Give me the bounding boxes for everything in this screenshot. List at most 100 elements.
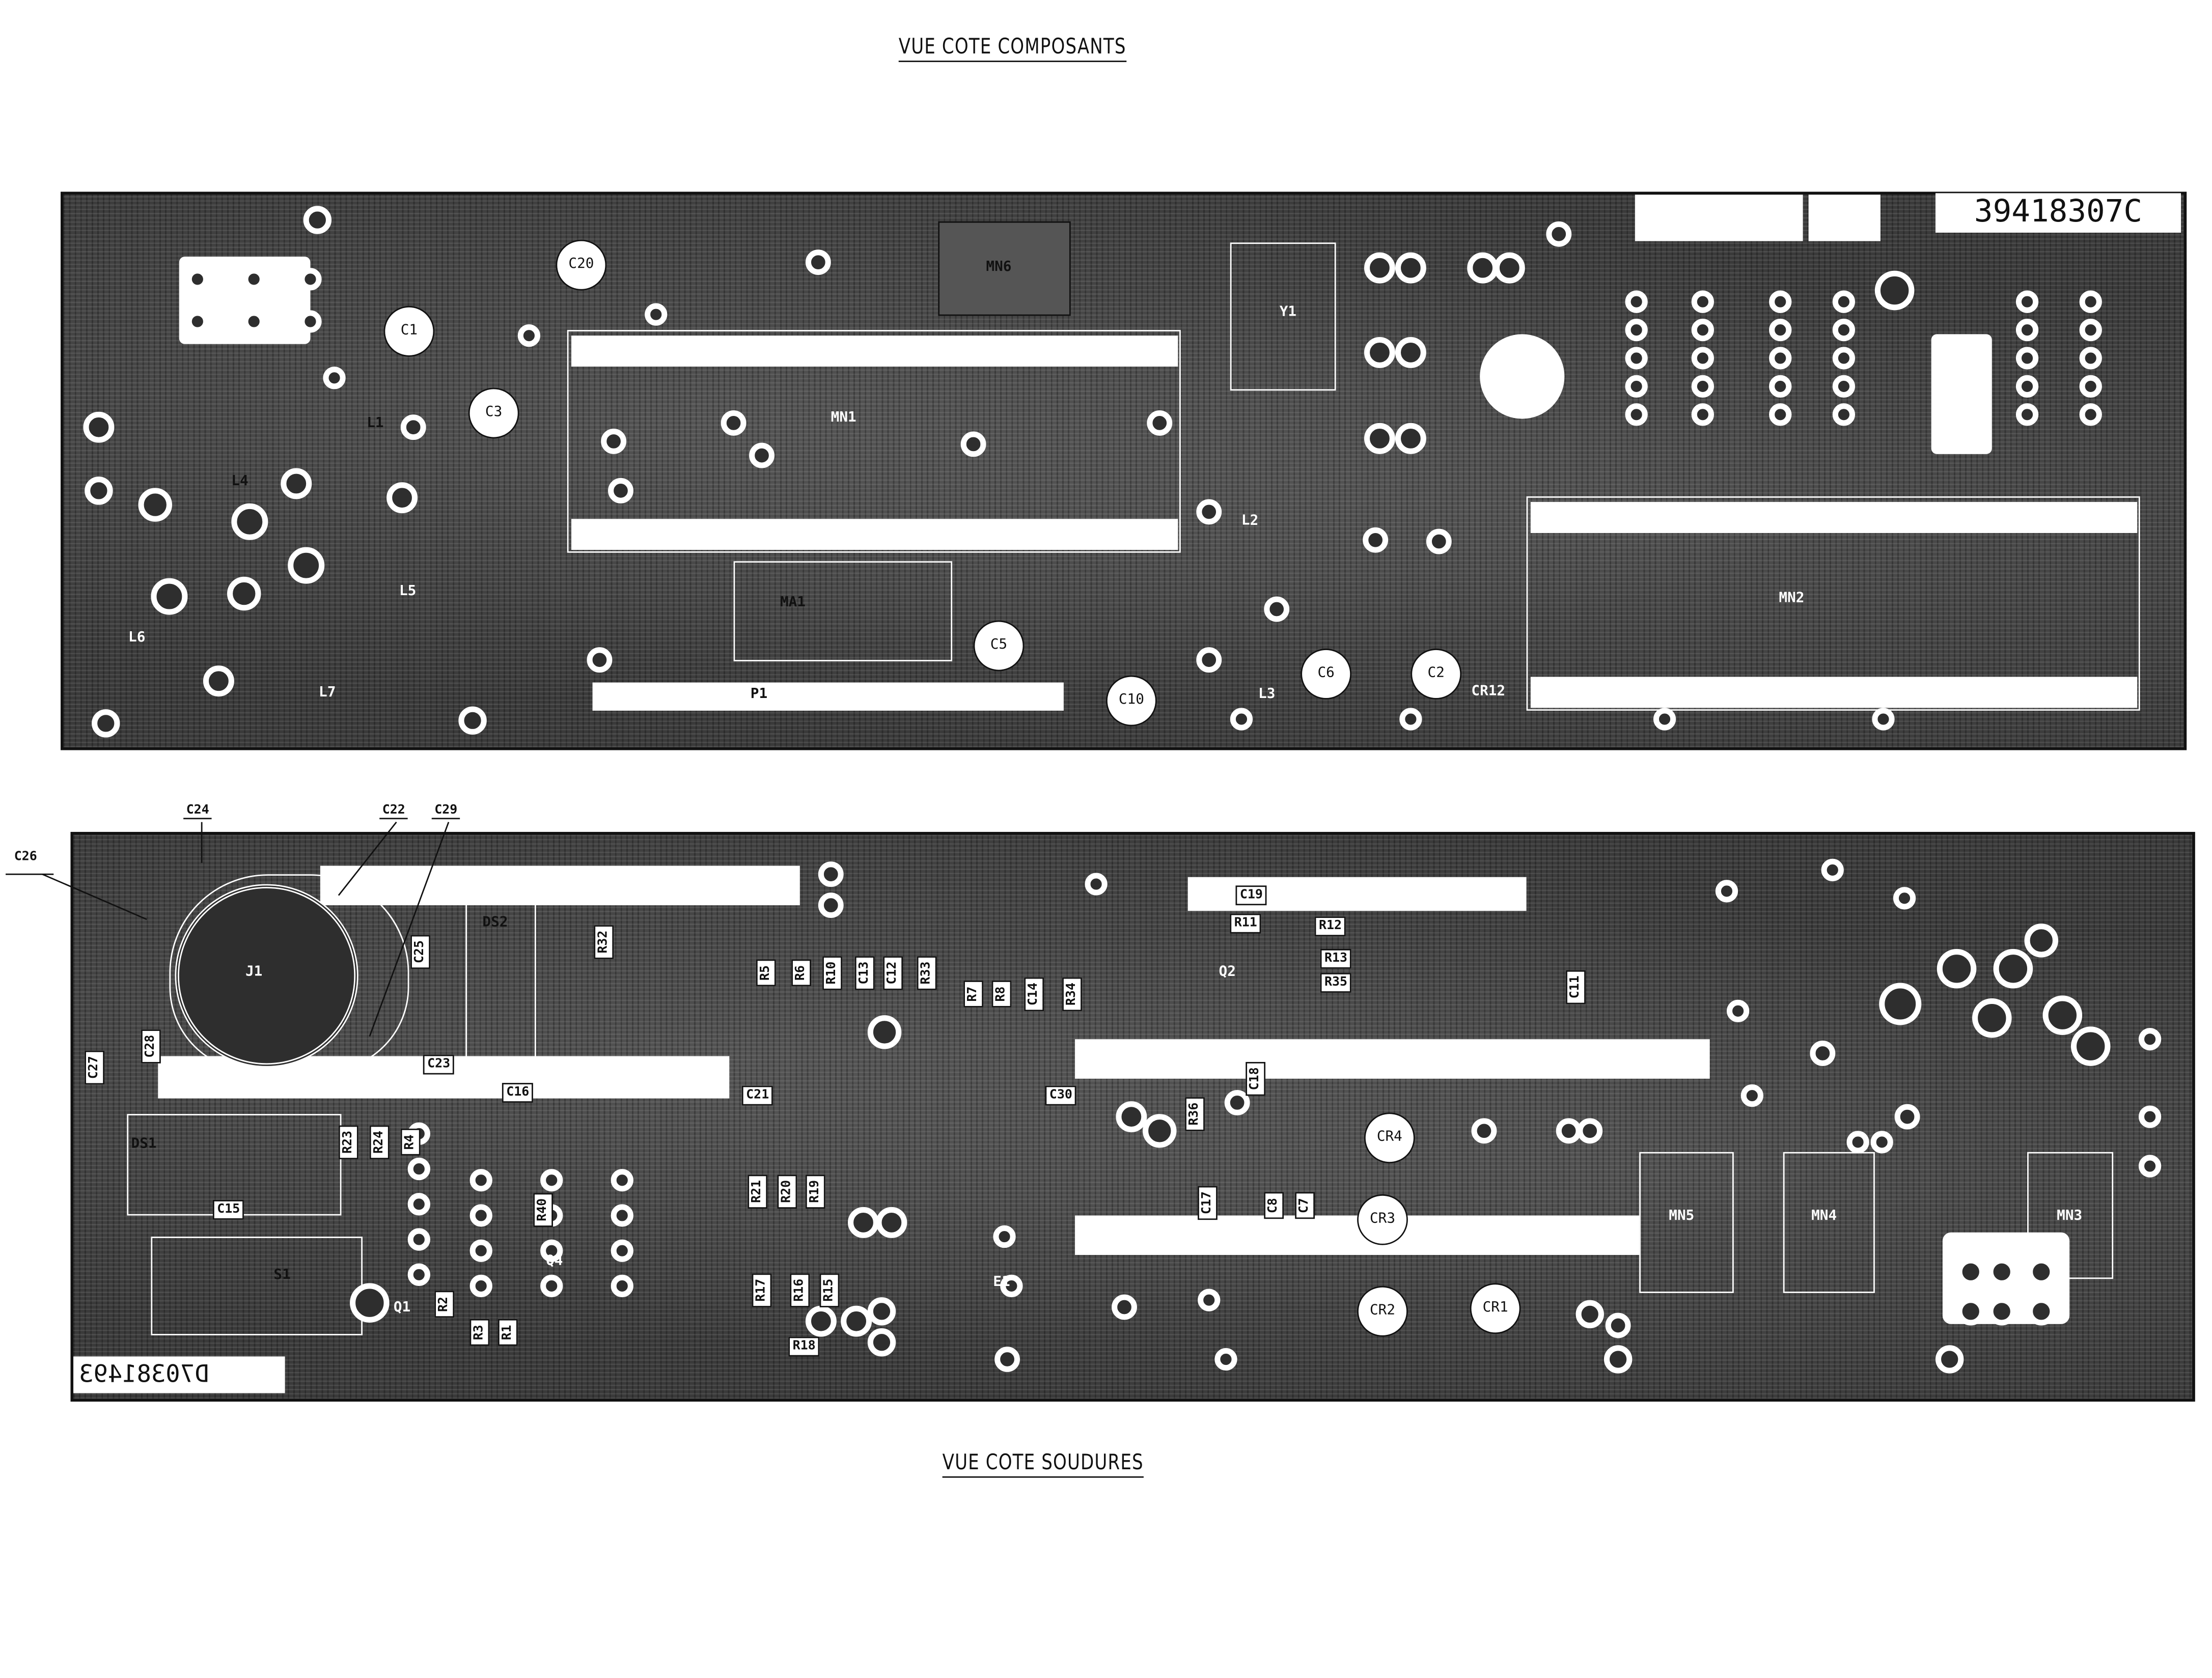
solder-pad	[1625, 403, 1648, 426]
component-label-c8: C8	[1264, 1192, 1284, 1219]
solder-pad	[151, 578, 188, 615]
solder-pad	[2079, 318, 2102, 342]
solder-pad	[281, 468, 312, 499]
solder-pad	[469, 1169, 492, 1192]
solder-pad	[2138, 1155, 2162, 1178]
solder-pad	[242, 268, 265, 291]
solder-pad	[1935, 1345, 1964, 1374]
solder-pad	[1691, 347, 1715, 370]
component-label-c25: C25	[410, 934, 430, 969]
solder-pad	[1625, 347, 1648, 370]
solder-pad	[721, 410, 746, 436]
component-label-mn1: MN1	[831, 410, 856, 426]
component-label-c3: C3	[468, 387, 519, 439]
crystal-outline-y1	[1230, 242, 1336, 391]
component-label-c15: C15	[212, 1200, 244, 1220]
solder-pad	[469, 1274, 492, 1298]
component-label-c6: C6	[1301, 649, 1352, 700]
component-label-c2: C2	[1411, 649, 1462, 700]
component-label-l4: L4	[231, 473, 248, 490]
solder-pad	[1726, 999, 1750, 1023]
component-label-l1: L1	[367, 416, 384, 432]
solder-pad	[242, 310, 265, 333]
solder-pad	[1832, 347, 1856, 370]
solder-pad	[1846, 1131, 1869, 1154]
component-label-c10: C10	[1105, 675, 1157, 726]
solder-pad	[2015, 403, 2039, 426]
component-label-c17: C17	[1198, 1185, 1218, 1220]
component-label-c14: C14	[1024, 977, 1044, 1012]
component-label-mn2: MN2	[1779, 591, 1805, 606]
solder-pad	[407, 1228, 430, 1251]
component-label-c30: C30	[1045, 1085, 1077, 1106]
ic-outline-mn1	[567, 330, 1181, 553]
solder-pad	[1715, 880, 1738, 903]
solder-pad	[608, 478, 633, 504]
solder-pad	[587, 647, 613, 673]
solder-pad	[1691, 318, 1715, 342]
component-label-ds1: DS1	[131, 1136, 157, 1152]
solder-pad	[1893, 887, 1916, 910]
solder-pad	[805, 249, 831, 275]
solder-pad	[83, 411, 115, 443]
solder-pad	[867, 1015, 902, 1049]
solder-pad	[1937, 949, 1977, 989]
solder-pad	[848, 1207, 879, 1238]
ic-outline-mn6	[938, 221, 1071, 316]
solder-pad	[1832, 318, 1856, 342]
solder-pad	[818, 892, 844, 918]
solder-pad	[1143, 1114, 1177, 1148]
solder-pad	[1214, 1348, 1237, 1371]
component-label-r15: R15	[819, 1273, 840, 1307]
component-label-r17: R17	[752, 1273, 772, 1307]
component-label-mn4: MN4	[1811, 1208, 1837, 1224]
component-label-l3: L3	[1258, 686, 1276, 703]
component-label-r11: R11	[1230, 913, 1262, 934]
component-label-c11: C11	[1566, 970, 1586, 1004]
solder-pad	[2024, 924, 2059, 958]
component-label-r24: R24	[369, 1125, 390, 1160]
solder-pad	[2079, 290, 2102, 313]
connector-j1-ring	[175, 884, 358, 1068]
solder-pad	[749, 442, 775, 468]
solder-pad	[993, 1225, 1016, 1248]
solder-pad	[1575, 1300, 1604, 1329]
component-label-r1: R1	[497, 1319, 518, 1346]
solder-pad	[2015, 318, 2039, 342]
solder-pad	[1993, 949, 2033, 989]
solder-pad	[1832, 290, 1856, 313]
component-label-r16: R16	[790, 1273, 810, 1307]
component-label-mn6: MN6	[986, 259, 1012, 275]
component-label-c28: C28	[141, 1029, 161, 1064]
component-side-board	[61, 191, 2187, 750]
solder-pad	[1740, 1084, 1763, 1107]
component-label-r32: R32	[594, 925, 614, 959]
solder-pad	[1116, 1101, 1147, 1133]
component-label-r3: R3	[469, 1319, 490, 1346]
solder-pad	[1879, 983, 1922, 1025]
solder-pad	[1691, 375, 1715, 398]
solder-pad	[611, 1204, 633, 1227]
component-label-p1: P1	[750, 686, 768, 703]
solder-pad	[2079, 403, 2102, 426]
solder-pad	[1769, 290, 1792, 313]
ic-pin-row	[320, 865, 800, 906]
solder-pad	[1196, 499, 1222, 525]
solder-pad	[458, 706, 487, 735]
solder-pad	[1653, 708, 1676, 731]
component-label-c5: C5	[973, 620, 1025, 672]
ic-outline-mn4	[1783, 1152, 1875, 1293]
component-label-r23: R23	[338, 1125, 358, 1160]
component-label-s1: S1	[273, 1267, 291, 1283]
solder-pad	[1196, 647, 1222, 673]
solder-pad	[1625, 318, 1648, 342]
solder-pad	[867, 1328, 896, 1357]
solder-pad	[611, 1274, 633, 1298]
component-label-r13: R13	[1320, 949, 1352, 969]
callout-c29: C29	[431, 804, 460, 820]
component-label-c27: C27	[85, 1050, 105, 1085]
ic-outline-ma1	[733, 561, 953, 661]
mirrored-part-number-area: 39418307D	[73, 1356, 285, 1393]
solder-pad	[469, 1204, 492, 1227]
